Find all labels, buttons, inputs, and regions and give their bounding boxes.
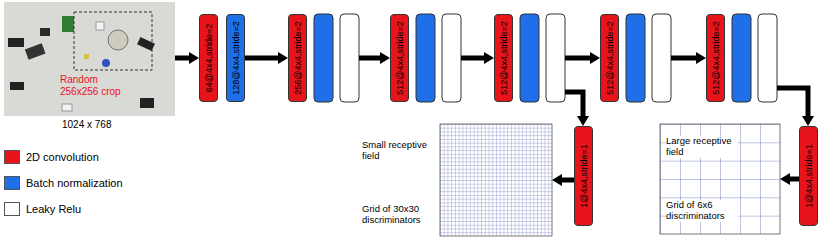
crop-label: Random 256x256 crop (60, 74, 134, 97)
legend-label: Batch normalization (26, 176, 123, 190)
relu-block (340, 14, 359, 102)
conv-block: 64@4x4,stride=2 (199, 14, 218, 102)
chip-part (10, 82, 24, 90)
coarse-grid (660, 124, 780, 234)
small-part (40, 28, 50, 36)
grid-caption: Grid of 6x6 discriminators (666, 200, 738, 222)
batchnorm-block: 128@4x4,stride=2 (226, 14, 245, 102)
flow-arrow (245, 56, 278, 61)
conv-block: 512@4x4,stride=2 (600, 14, 619, 102)
layer-label: 1@4x4,stride=1 (578, 144, 588, 207)
conv-block: 1@4x4,stride=1 (574, 126, 593, 226)
grid-caption: Grid of 30x30 discriminators (362, 204, 438, 226)
white-part (62, 104, 72, 111)
layer-label: 128@4x4,stride=2 (230, 21, 240, 94)
batchnorm-block (416, 14, 435, 102)
batchnorm-block (732, 14, 751, 102)
conv-block: 512@4x4,stride=2 (390, 14, 409, 102)
grid-caption: Large receptive field (666, 136, 738, 158)
grid-caption: Small receptive field (362, 140, 438, 162)
layer-label: 256@4x4,stride=2 (292, 21, 302, 94)
white-part (96, 22, 104, 30)
relu-block (652, 14, 671, 102)
layer-label: 512@4x4,stride=2 (498, 21, 508, 94)
layer-label: 1@4x4,stride=1 (803, 144, 813, 207)
fine-grid (440, 124, 552, 236)
flow-arrow (175, 56, 189, 61)
conv-block: 1@4x4,stride=1 (799, 126, 818, 226)
coin-part (108, 30, 128, 50)
chip-part (8, 38, 24, 47)
flow-arrow (562, 178, 574, 183)
layer-label: 512@4x4,stride=2 (604, 21, 614, 94)
legend-swatch (4, 202, 20, 216)
conv-block: 256@4x4,stride=2 (288, 14, 307, 102)
conv-block: 512@4x4,stride=2 (494, 14, 513, 102)
layer-label: 64@4x4,stride=2 (203, 24, 213, 92)
relu-block (546, 14, 565, 102)
relu-block (758, 14, 777, 102)
terminal-block (62, 16, 74, 32)
discriminator-grid: Large receptive fieldGrid of 6x6 discrim… (660, 124, 780, 234)
flow-arrow (565, 92, 583, 116)
legend-label: Leaky Relu (26, 202, 81, 216)
discriminator-grid: Small receptive fieldGrid of 30x30 discr… (360, 124, 552, 236)
flow-arrow (777, 88, 808, 116)
batchnorm-block (520, 14, 539, 102)
input-photo: Random 256x256 crop (4, 2, 175, 116)
layer-label: 512@4x4,stride=2 (394, 21, 404, 94)
relu-block (442, 14, 461, 102)
flow-arrow (461, 56, 484, 61)
batchnorm-block (626, 14, 645, 102)
chip-part (140, 98, 154, 108)
blue-part (102, 59, 110, 67)
conv-block: 512@4x4,stride=2 (706, 14, 725, 102)
module-part (25, 43, 46, 59)
image-size-label: 1024 x 768 (62, 119, 112, 131)
legend-swatch (4, 150, 20, 164)
crop-box (74, 12, 152, 70)
yellow-part (84, 54, 89, 59)
layer-label: 512@4x4,stride=2 (710, 21, 720, 94)
batchnorm-block (314, 14, 333, 102)
photo-background (4, 2, 175, 116)
flow-arrow (359, 56, 380, 61)
flow-arrow (671, 56, 696, 61)
legend-label: 2D convolution (26, 150, 99, 164)
legend-swatch (4, 176, 20, 190)
flow-arrow (790, 177, 799, 182)
flow-arrow (565, 56, 590, 61)
